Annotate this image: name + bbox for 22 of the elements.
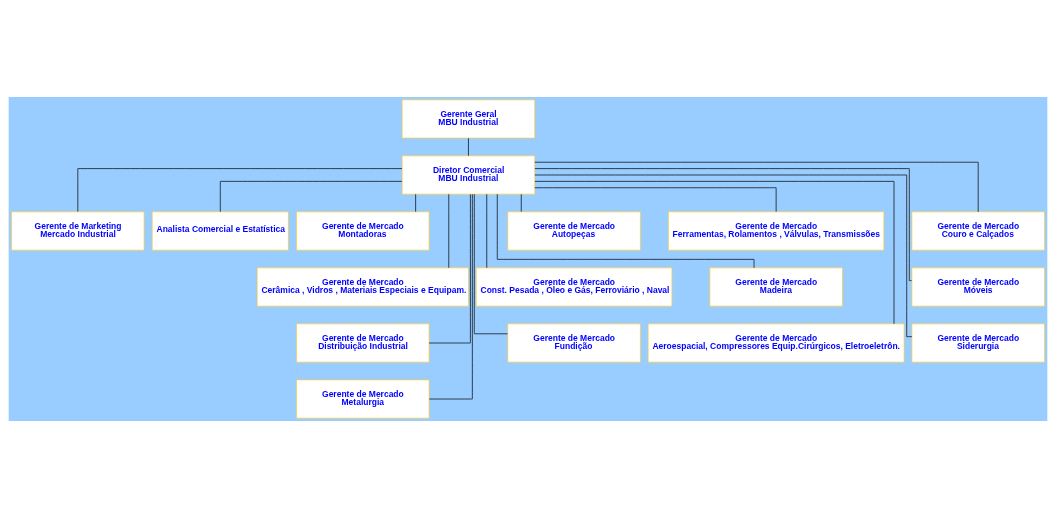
node-box: Gerente de Mercado Autopeças [507,211,641,251]
node-box: Gerente de Marketing Mercado Industrial [11,211,145,251]
node-box: Gerente de Mercado Cerâmica , Vidros , Materiais Especiais e Equipam. [256,267,469,307]
node-box: Gerente de Mercado Distribuição Industrial [296,323,430,363]
node-box: Analista Comercial e Estatística [151,211,289,251]
node-box: Gerente de Mercado Fundição [507,323,641,363]
node-box: Gerente de Mercado Aeroespacial, Compressores Equip.Cirúrgicos, Eletroeletrôn. [647,323,905,363]
node-box: Gerente de Mercado Montadoras [296,211,430,251]
connector [77,168,403,212]
node-box: Gerente de Mercado Móveis [911,267,1045,307]
connector [534,181,895,325]
node-box: Gerente de Mercado Couro e Calçados [911,211,1045,251]
node-box: Gerente de Mercado Siderurgia [911,323,1045,363]
node-box: Gerente de Mercado Metalurgia [296,379,430,419]
node-box: Diretor Comercial MBU Industrial [401,155,536,195]
node-box: Gerente de Mercado Const. Pesada , Óleo e Gás, Ferroviário , Naval [475,267,673,307]
node-box: Gerente de Mercado Ferramentas, Rolamentos , Válvulas, Transmissões [668,211,885,251]
connector [219,181,403,213]
node-box: Gerente de Mercado Madeira [709,267,843,307]
node-box: Gerente Geral MBU Industrial [401,99,536,139]
connector [468,137,469,157]
connector [534,168,912,281]
